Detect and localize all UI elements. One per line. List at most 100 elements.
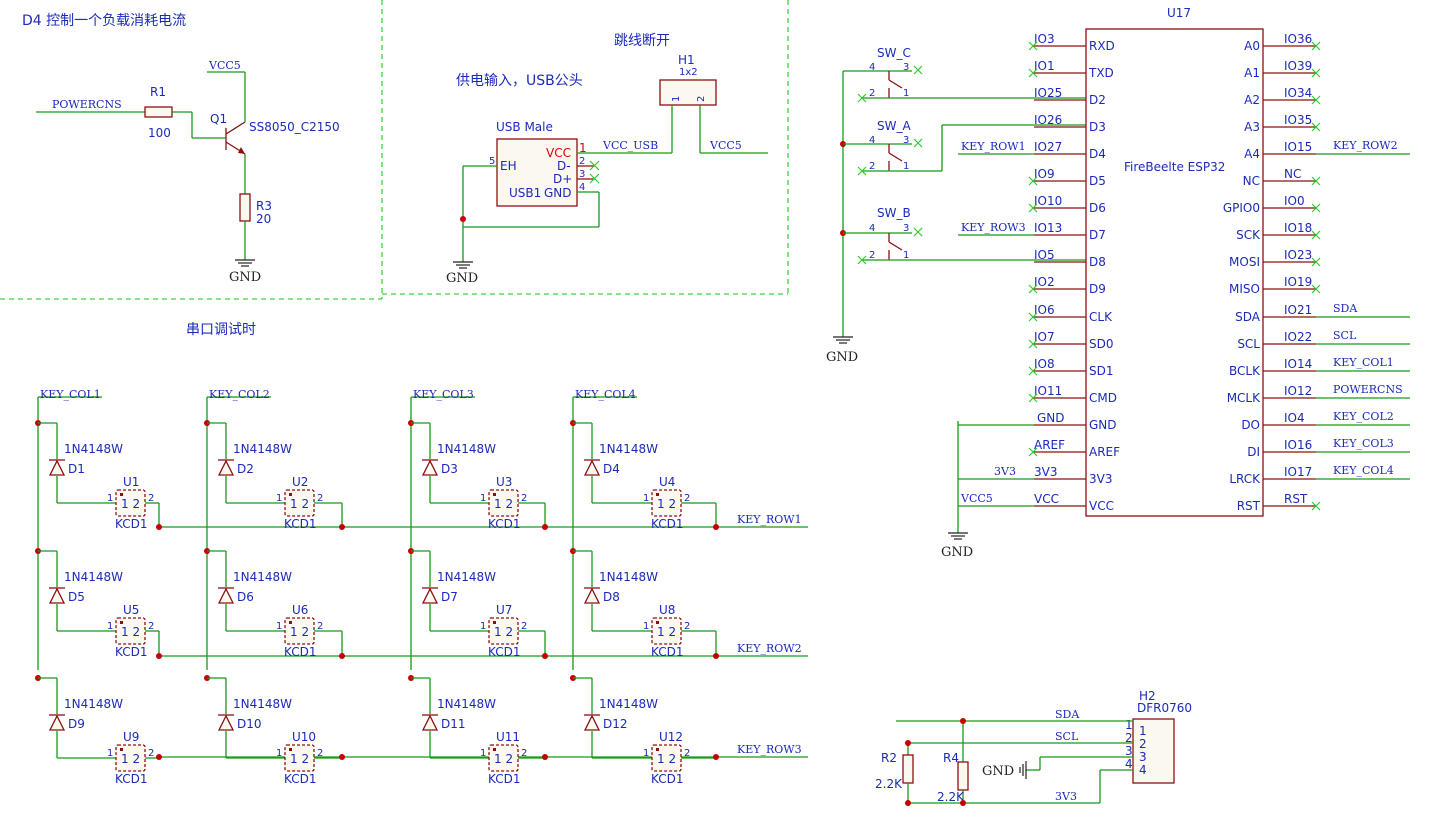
switch-value: KCD1 (115, 645, 147, 659)
esp-net-label: KEY_ROW1 (961, 140, 1026, 153)
usb-pin5: 5 (489, 156, 495, 167)
esp-io-label: IO5 (1034, 248, 1055, 262)
esp-io-label: IO16 (1284, 438, 1312, 452)
connector-h2: H2 DFR0760 1 2 3 4 1 2 3 4 SDA SCL GND 3… (875, 689, 1192, 806)
switch-u5 (115, 617, 146, 645)
esp-pin-d7: D7 (1089, 228, 1106, 242)
diode-ref: D11 (441, 717, 466, 731)
esp-io-label: IO9 (1034, 167, 1055, 181)
diode-value: 1N4148W (437, 442, 496, 456)
esp-io-label: RST (1284, 492, 1308, 506)
junction-dot (339, 754, 345, 760)
switch-value: KCD1 (115, 517, 147, 531)
switch-ref: U11 (496, 730, 520, 744)
svg-text:3: 3 (903, 223, 909, 234)
h2-value: DFR0760 (1137, 701, 1192, 715)
esp-pin-sd0: SD0 (1089, 337, 1114, 351)
switch-ref: U1 (123, 475, 139, 489)
net-label-h1-vcc5: VCC5 (709, 139, 742, 152)
switch-value: KCD1 (651, 772, 683, 786)
svg-text:1: 1 (1125, 718, 1133, 732)
sw-gnd-label: GND (826, 350, 858, 365)
esp-pin-mosi: MOSI (1229, 255, 1260, 269)
sw-a-ref: SW_A (877, 119, 911, 133)
svg-text:3: 3 (903, 135, 909, 146)
switch-pin-label: 1 2 (494, 625, 513, 639)
boot-switches: GND SW_C 4 3 2 1 SW_A 4 3 2 1 SW_B 4 3 (826, 46, 1086, 365)
svg-text:4: 4 (869, 223, 875, 234)
usb-title: USB Male (496, 120, 553, 134)
serial-section-title: 串口调试时 (186, 322, 256, 338)
esp-io-label: IO8 (1034, 357, 1055, 371)
usb-dp-pin: D+ (553, 172, 572, 186)
switch-pin1: 1 (107, 621, 113, 632)
usb-vcc-pin: VCC (546, 146, 571, 160)
esp-pin-txd: TXD (1088, 66, 1114, 80)
junction-dot (713, 524, 719, 530)
resistor-r1 (144, 106, 173, 118)
switch-pin1: 1 (107, 493, 113, 504)
switch-pin1: 1 (276, 748, 282, 759)
switch-pin1: 1 (480, 748, 486, 759)
esp-pin-rxd: RXD (1089, 39, 1115, 53)
esp-io-label: IO39 (1284, 59, 1312, 73)
r3-value: 20 (256, 212, 271, 226)
switch-pin1: 1 (276, 493, 282, 504)
svg-text:2: 2 (1139, 737, 1147, 751)
switch-pin2: 2 (684, 748, 690, 759)
switch-ref: U10 (292, 730, 316, 744)
diode-ref: D4 (603, 462, 620, 476)
switch-value: KCD1 (651, 517, 683, 531)
diode-ref: D2 (237, 462, 254, 476)
usb-pin4: 4 (579, 182, 585, 193)
switch-pin-label: 1 2 (657, 497, 676, 511)
h2-ref: H2 (1139, 689, 1156, 703)
esp-gnd-label: GND (941, 545, 973, 560)
esp-io-label: IO19 (1284, 275, 1312, 289)
switch-pin2: 2 (684, 493, 690, 504)
switch-pin-label: 1 2 (657, 625, 676, 639)
switch-u3 (488, 489, 519, 517)
junction-dot (156, 754, 162, 760)
esp-net-label: KEY_COL1 (1333, 356, 1394, 369)
h2-net-3v3: 3V3 (1055, 790, 1077, 803)
esp-io-label: VCC (1034, 492, 1059, 506)
esp-pin-cmd: CMD (1089, 391, 1117, 405)
diode-d10 (217, 714, 235, 731)
q1-ref: Q1 (210, 112, 227, 126)
switch-value: KCD1 (651, 645, 683, 659)
junction-dot (713, 754, 719, 760)
esp-io-label: IO10 (1034, 194, 1062, 208)
esp-pin-bclk: BCLK (1229, 364, 1261, 378)
switch-ref: U6 (292, 603, 308, 617)
esp-pin-di: DI (1247, 445, 1260, 459)
esp-pin-mclk: MCLK (1227, 391, 1261, 405)
switch-u9 (115, 744, 146, 772)
switch-pin-label: 1 2 (657, 752, 676, 766)
esp-io-label: AREF (1034, 438, 1065, 452)
junction-dot (156, 653, 162, 659)
r1-ref: R1 (150, 85, 166, 99)
switch-value: KCD1 (488, 772, 520, 786)
esp-pin-do: DO (1241, 418, 1260, 432)
svg-text:3: 3 (1125, 744, 1133, 758)
diode-ref: D12 (603, 717, 628, 731)
switch-value: KCD1 (284, 645, 316, 659)
usb-pin2: 2 (579, 156, 585, 167)
resistor-r2 (902, 754, 914, 784)
diode-ref: D1 (68, 462, 85, 476)
usb-pin1: 1 (579, 141, 587, 155)
esp-pin-d6: D6 (1089, 201, 1106, 215)
switch-value: KCD1 (284, 772, 316, 786)
diode-value: 1N4148W (64, 570, 123, 584)
diode-value: 1N4148W (233, 697, 292, 711)
switch-pin1: 1 (643, 621, 649, 632)
esp-left-pins: RXDIO3TXDIO1D2IO25D3IO26D4IO27KEY_ROW1D5… (958, 32, 1120, 513)
u17-ref: U17 (1167, 6, 1191, 20)
switch-ref: U7 (496, 603, 512, 617)
r3-ref: R3 (256, 199, 272, 213)
switch-pin2: 2 (148, 748, 154, 759)
switch-pin2: 2 (684, 621, 690, 632)
ground-icon (948, 532, 968, 540)
